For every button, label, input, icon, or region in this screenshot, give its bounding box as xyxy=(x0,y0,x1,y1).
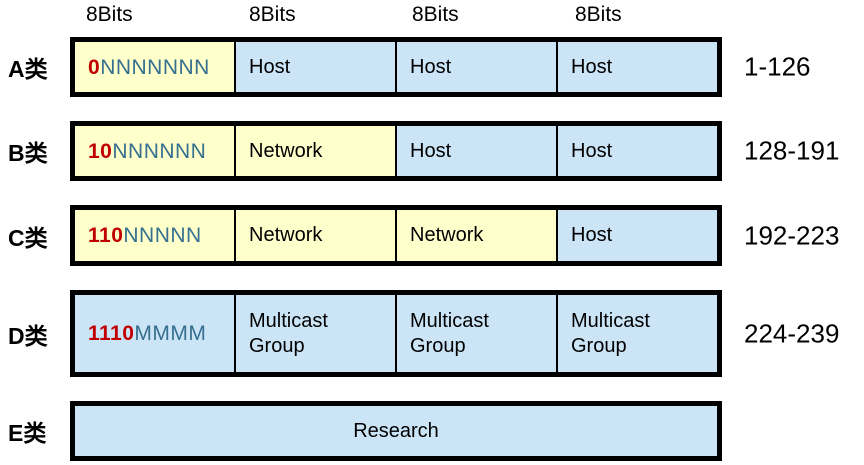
class-d-octet-box: 1110MMMM Multicast Group Multicast Group… xyxy=(70,290,722,377)
cell-label: Network xyxy=(249,139,323,162)
class-d-address-range: 224-239 xyxy=(744,318,840,348)
network-bits: NNNNN xyxy=(123,224,202,247)
class-d-octet1-cell: 1110MMMM xyxy=(75,295,234,372)
cell-label: Host xyxy=(249,55,291,78)
class-c-octet1-cell: 110NNNNN xyxy=(75,210,234,261)
class-d-octet4-cell: Multicast Group xyxy=(556,295,717,372)
class-c-octet3-cell: Network xyxy=(395,210,556,261)
class-c-octet4-cell: Host xyxy=(556,210,717,261)
class-a-bit-pattern: 0NNNNNNN xyxy=(88,55,210,80)
class-b-octet-box: 10NNNNNN Network Host Host xyxy=(70,121,722,181)
bits-header-octet-3: 8Bits xyxy=(412,3,459,26)
class-a-octet2-cell: Host xyxy=(234,42,395,92)
class-d-row: D类 1110MMMM Multicast Group Multicast Gr… xyxy=(0,290,864,377)
cell-label: Host xyxy=(410,55,452,78)
class-d-octet3-cell: Multicast Group xyxy=(395,295,556,372)
class-b-octet3-cell: Host xyxy=(395,126,556,176)
bits-header-row: 8Bits 8Bits 8Bits 8Bits xyxy=(70,1,722,31)
class-e-octet-box: Research xyxy=(70,401,722,461)
cell-label: Host xyxy=(410,139,452,162)
cell-label: Multicast Group xyxy=(410,309,489,357)
cell-label: Multicast Group xyxy=(571,309,650,357)
class-e-research-cell: Research xyxy=(75,406,717,456)
class-d-octet2-cell: Multicast Group xyxy=(234,295,395,372)
cell-label: Multicast Group xyxy=(249,309,328,357)
class-a-octet3-cell: Host xyxy=(395,42,556,92)
class-b-address-range: 128-191 xyxy=(744,135,840,166)
class-e-label: E类 xyxy=(8,420,47,446)
bits-header-octet-1: 8Bits xyxy=(86,3,133,26)
class-b-octet4-cell: Host xyxy=(556,126,717,176)
cell-label: Host xyxy=(571,139,613,162)
class-e-row: E类 Research xyxy=(0,401,864,461)
class-d-bit-pattern: 1110MMMM xyxy=(88,321,206,346)
class-c-row: C类 110NNNNN Network Network Host 192-223 xyxy=(0,205,864,266)
fixed-bits: 1110 xyxy=(88,322,135,345)
class-b-octet2-cell: Network xyxy=(234,126,395,176)
class-c-octet2-cell: Network xyxy=(234,210,395,261)
fixed-bits: 0 xyxy=(88,55,101,79)
class-c-bit-pattern: 110NNNNN xyxy=(88,223,202,248)
class-a-octet-box: 0NNNNNNN Host Host Host xyxy=(70,37,722,97)
class-b-label: B类 xyxy=(8,140,48,166)
network-bits: NNNNNNN xyxy=(100,55,210,79)
multicast-bits: MMMM xyxy=(134,322,207,345)
fixed-bits: 110 xyxy=(88,224,124,247)
class-a-address-range: 1-126 xyxy=(744,51,811,82)
class-c-label: C类 xyxy=(8,224,48,251)
class-c-octet-box: 110NNNNN Network Network Host xyxy=(70,205,722,266)
class-d-label: D类 xyxy=(8,322,48,349)
class-b-bit-pattern: 10NNNNNN xyxy=(88,139,206,164)
cell-label: Network xyxy=(410,224,484,246)
class-c-address-range: 192-223 xyxy=(744,220,840,250)
bits-header-octet-4: 8Bits xyxy=(575,3,622,26)
bits-header-octet-2: 8Bits xyxy=(249,3,296,26)
class-b-row: B类 10NNNNNN Network Host Host 128-191 xyxy=(0,121,864,181)
fixed-bits: 10 xyxy=(88,139,113,163)
cell-label: Network xyxy=(249,224,323,246)
cell-label: Host xyxy=(571,224,613,246)
class-b-octet1-cell: 10NNNNNN xyxy=(75,126,234,176)
class-a-octet4-cell: Host xyxy=(556,42,717,92)
cell-label: Host xyxy=(571,55,613,78)
class-a-octet1-cell: 0NNNNNNN xyxy=(75,42,234,92)
class-a-row: A类 0NNNNNNN Host Host Host 1-126 xyxy=(0,37,864,97)
network-bits: NNNNNN xyxy=(112,139,207,163)
cell-label: Research xyxy=(353,419,439,442)
class-a-label: A类 xyxy=(8,56,48,82)
